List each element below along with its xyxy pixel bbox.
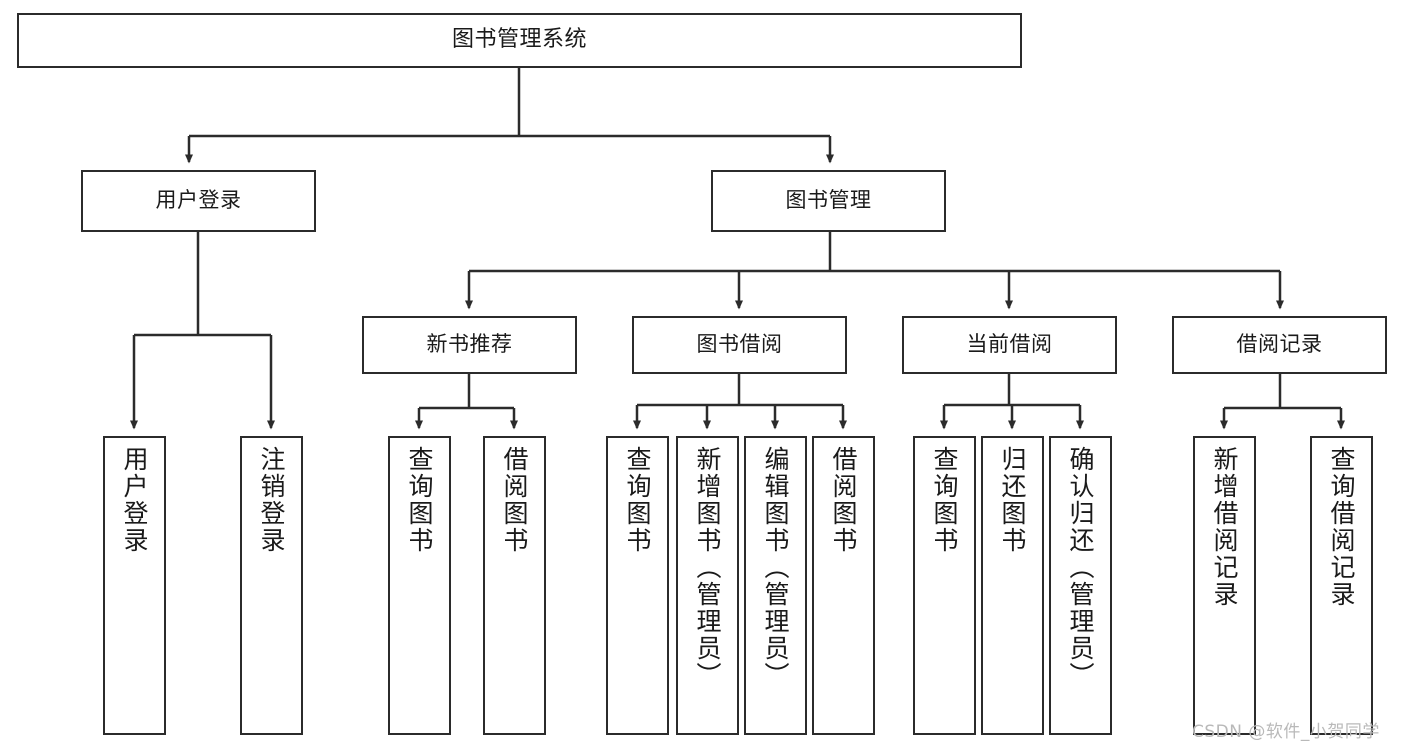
node-label: 图书管理系统	[451, 27, 587, 53]
node-borrow-record[interactable]: 借阅记录	[1172, 316, 1387, 374]
node-label: 用户登录	[120, 446, 149, 554]
node-label: 新书推荐	[426, 332, 513, 357]
node-book-borrow[interactable]: 图书借阅	[632, 316, 847, 374]
node-book-management[interactable]: 图书管理	[711, 170, 946, 232]
leaf-new-book-borrow[interactable]: 借阅图书	[483, 436, 546, 735]
node-label: 注销登录	[257, 446, 286, 554]
leaf-book-borrow-add[interactable]: 新增图书（管理员）	[676, 436, 739, 735]
node-label: 查询图书	[930, 446, 959, 554]
leaf-current-borrow-query[interactable]: 查询图书	[913, 436, 976, 735]
node-label: 查询图书	[405, 446, 434, 554]
node-new-book-recommend[interactable]: 新书推荐	[362, 316, 577, 374]
node-label: 当前借阅	[966, 332, 1053, 357]
node-root-system[interactable]: 图书管理系统	[17, 13, 1022, 68]
node-label: 借阅图书	[500, 446, 529, 554]
leaf-borrow-record-query[interactable]: 查询借阅记录	[1310, 436, 1373, 735]
node-current-borrow[interactable]: 当前借阅	[902, 316, 1117, 374]
node-label: 图书借阅	[696, 332, 783, 357]
leaf-new-book-query[interactable]: 查询图书	[388, 436, 451, 735]
node-label: 借阅图书	[829, 446, 858, 554]
node-label: 查询借阅记录	[1327, 446, 1356, 608]
leaf-current-borrow-return[interactable]: 归还图书	[981, 436, 1044, 735]
node-label: 查询图书	[623, 446, 652, 554]
csdn-watermark: CSDN @软件_小贺同学	[1192, 722, 1380, 742]
node-label: 用户登录	[155, 188, 242, 213]
node-label: 图书管理	[785, 188, 872, 213]
leaf-book-borrow-borrow[interactable]: 借阅图书	[812, 436, 875, 735]
node-label: 编辑图书（管理员）	[761, 446, 790, 689]
node-label: 借阅记录	[1236, 332, 1323, 357]
leaf-user-login-login[interactable]: 用户登录	[103, 436, 166, 735]
leaf-current-borrow-confirm-return[interactable]: 确认归还（管理员）	[1049, 436, 1112, 735]
node-label: 确认归还（管理员）	[1066, 446, 1095, 689]
node-label: 归还图书	[998, 446, 1027, 554]
leaf-user-login-logout[interactable]: 注销登录	[240, 436, 303, 735]
leaf-book-borrow-edit[interactable]: 编辑图书（管理员）	[744, 436, 807, 735]
node-user-login[interactable]: 用户登录	[81, 170, 316, 232]
leaf-borrow-record-add[interactable]: 新增借阅记录	[1193, 436, 1256, 735]
node-label: 新增借阅记录	[1210, 446, 1239, 608]
leaf-book-borrow-query[interactable]: 查询图书	[606, 436, 669, 735]
node-label: 新增图书（管理员）	[693, 446, 722, 689]
